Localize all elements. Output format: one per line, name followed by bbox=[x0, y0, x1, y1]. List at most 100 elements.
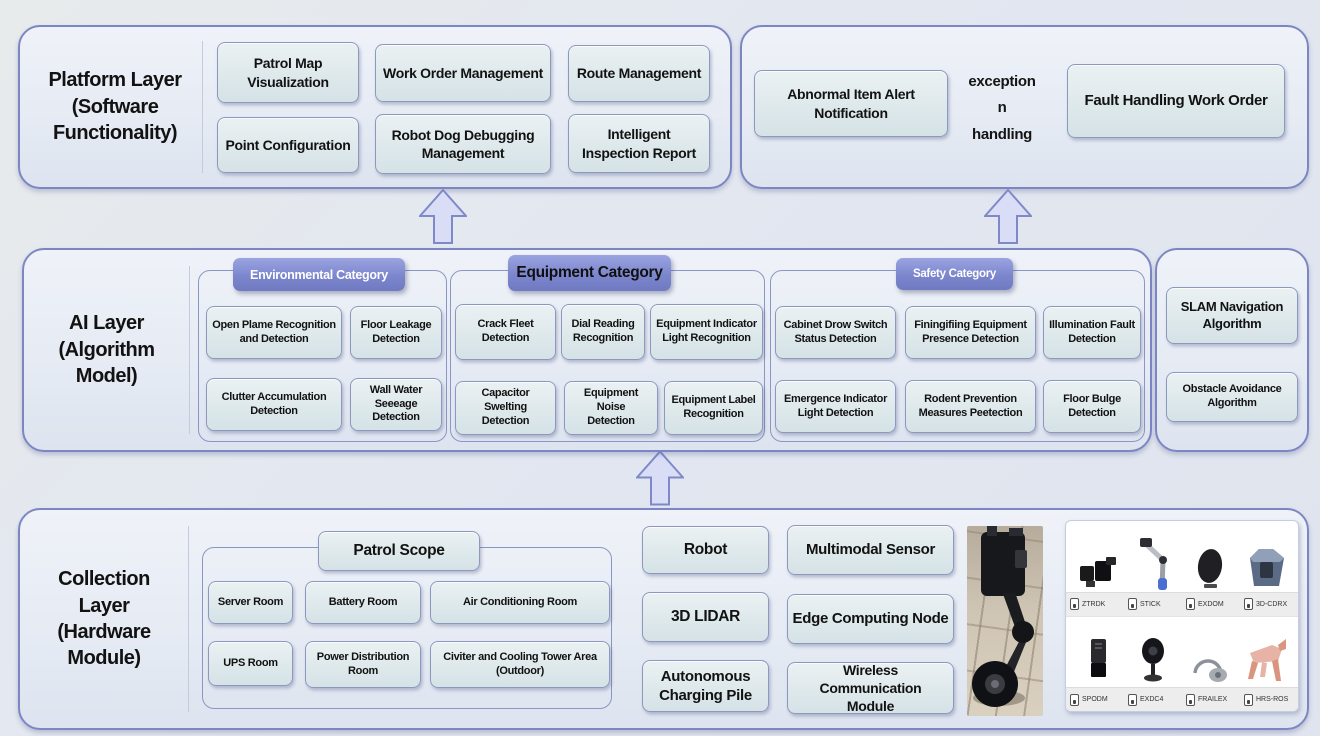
safety-category-group: Safety Category Cabinet Drow Switch Stat… bbox=[770, 258, 1145, 442]
platform-layer-container: Platform Layer (Software Functionality) … bbox=[18, 25, 732, 189]
box-clutter-accumulation-detection: Clutter Accumulation Detection bbox=[206, 378, 342, 431]
robot-photo bbox=[967, 526, 1043, 716]
collection-layer-container: Collection Layer (Hardware Module) Patro… bbox=[18, 508, 1309, 730]
sensor-product: EXDOM bbox=[1182, 598, 1240, 611]
box-slam-navigation-algorithm: SLAM Navigation Algorithm bbox=[1166, 287, 1298, 344]
box-wireless-communication-module: Wireless Communication Module bbox=[787, 662, 954, 714]
box-emergence-indicator-light: Emergence Indicator Light Detection bbox=[775, 380, 896, 433]
divider bbox=[188, 526, 189, 712]
divider bbox=[189, 266, 190, 434]
wheeled-robot-illustration bbox=[972, 526, 1034, 707]
mini-camera-icon bbox=[1142, 638, 1165, 682]
sensor-product: HRS-ROS bbox=[1240, 693, 1298, 706]
robot-dog-icon bbox=[1248, 639, 1287, 682]
box-finingifiing-equipment-presence: Finingifiing Equipment Presence Detectio… bbox=[905, 306, 1036, 359]
product-mini-icon bbox=[1070, 598, 1079, 611]
sensor-product: EXDC4 bbox=[1124, 693, 1182, 706]
camera-rig-icon bbox=[1080, 556, 1116, 587]
box-ups-room: UPS Room bbox=[208, 641, 293, 686]
3d-camera-mount-icon bbox=[1250, 548, 1284, 586]
sensor-labels-row-2: SPODM EXDC4 FRAILEX HRS-ROS bbox=[1066, 687, 1298, 711]
sensor-product-label: EXDC4 bbox=[1140, 696, 1164, 704]
box-robot-dog-debugging: Robot Dog Debugging Management bbox=[375, 114, 551, 174]
box-multimodal-sensor: Multimodal Sensor bbox=[787, 525, 954, 575]
box-abnormal-item-alert: Abnormal Item Alert Notification bbox=[754, 70, 948, 137]
sensor-product-label: EXDOM bbox=[1198, 600, 1224, 608]
box-server-room: Server Room bbox=[208, 581, 293, 624]
box-equipment-noise-detection: Equipment Noise Detection bbox=[564, 381, 658, 435]
up-arrow-icon bbox=[984, 189, 1032, 244]
product-mini-icon bbox=[1244, 693, 1253, 706]
box-intelligent-inspection-report: Intelligent Inspection Report bbox=[568, 114, 710, 173]
ai-layer-title: AI Layer (Algorithm Model) bbox=[58, 312, 155, 388]
sensor-products-panel: ZTRDK STICK EXDOM 3D-CDRX bbox=[1065, 520, 1299, 712]
environmental-category-badge: Environmental Category bbox=[233, 258, 405, 291]
sensor-products-row-1 bbox=[1066, 521, 1298, 592]
sensor-product-label: HRS-ROS bbox=[1256, 696, 1289, 704]
sensor-products-row-2 bbox=[1066, 617, 1298, 688]
sensor-product-label: STICK bbox=[1140, 600, 1161, 608]
safety-category-badge: Safety Category bbox=[896, 258, 1013, 290]
sensor-product-label: 3D-CDRX bbox=[1256, 600, 1288, 608]
product-mini-icon bbox=[1186, 693, 1195, 706]
box-air-conditioning-room: Air Conditioning Room bbox=[430, 581, 610, 624]
box-autonomous-charging-pile: Autonomous Charging Pile bbox=[642, 660, 769, 712]
box-cabinet-drow-switch: Cabinet Drow Switch Status Detection bbox=[775, 306, 896, 359]
sensor-product-label: FRAILEX bbox=[1198, 696, 1228, 704]
box-equipment-label-recognition: Equipment Label Recognition bbox=[664, 381, 763, 435]
box-edge-computing-node: Edge Computing Node bbox=[787, 594, 954, 644]
box-route-management: Route Management bbox=[568, 45, 710, 102]
usb-dongle-icon bbox=[1090, 639, 1106, 678]
exception-handling-label: exception n handling bbox=[968, 73, 1036, 143]
box-civiter-cooling-tower: Civiter and Cooling Tower Area (Outdoor) bbox=[430, 641, 610, 688]
divider bbox=[202, 41, 203, 173]
box-open-plame-recognition: Open Plame Recognition and Detection bbox=[206, 306, 342, 359]
sensor-product: FRAILEX bbox=[1182, 693, 1240, 706]
sensor-product: SPODM bbox=[1066, 693, 1124, 706]
collection-layer-title: Collection Layer (Hardware Module) bbox=[57, 568, 151, 670]
box-power-distribution-room: Power Distribution Room bbox=[305, 641, 421, 688]
product-mini-icon bbox=[1186, 598, 1195, 611]
box-wall-water-seeeage-detection: Wall Water Seeeage Detection bbox=[350, 378, 442, 431]
sensor-arm-icon bbox=[1140, 537, 1167, 590]
box-floor-bulge-detection: Floor Bulge Detection bbox=[1043, 380, 1141, 433]
platform-layer-title: Platform Layer (Software Functionality) bbox=[48, 69, 182, 145]
box-battery-room: Battery Room bbox=[305, 581, 421, 624]
sensor-product: 3D-CDRX bbox=[1240, 598, 1298, 611]
box-work-order-management: Work Order Management bbox=[375, 44, 551, 102]
product-mini-icon bbox=[1128, 693, 1137, 706]
patrol-scope-group: Patrol Scope Server Room Battery Room Ai… bbox=[202, 531, 612, 709]
sensor-product: ZTRDK bbox=[1066, 598, 1124, 611]
box-3d-lidar: 3D LIDAR bbox=[642, 592, 769, 642]
sensor-product: STICK bbox=[1124, 598, 1182, 611]
box-robot: Robot bbox=[642, 526, 769, 574]
sensor-labels-row-1: ZTRDK STICK EXDOM 3D-CDRX bbox=[1066, 591, 1298, 617]
sensor-product-label: SPODM bbox=[1082, 696, 1108, 704]
box-fault-handling-work-order: Fault Handling Work Order bbox=[1067, 64, 1285, 138]
box-capacitor-swelting-detection: Capacitor Swelting Detection bbox=[455, 381, 556, 435]
box-equipment-indicator-light: Equipment Indicator Light Recognition bbox=[650, 304, 763, 360]
up-arrow-icon bbox=[636, 450, 684, 506]
environmental-category-group: Environmental Category Open Plame Recogn… bbox=[198, 258, 447, 442]
equipment-category-badge: Equipment Category bbox=[508, 255, 671, 291]
box-floor-leakage-detection: Floor Leakage Detection bbox=[350, 306, 442, 359]
headset-sensor-icon bbox=[1193, 659, 1227, 683]
box-point-configuration: Point Configuration bbox=[217, 117, 359, 173]
navigation-algorithms-container: SLAM Navigation Algorithm Obstacle Avoid… bbox=[1155, 248, 1309, 452]
patrol-scope-badge: Patrol Scope bbox=[318, 531, 480, 571]
dome-sensor-icon bbox=[1197, 548, 1223, 588]
box-illumination-fault-detection: Illumination Fault Detection bbox=[1043, 306, 1141, 359]
ai-layer-container: AI Layer (Algorithm Model) Environmental… bbox=[22, 248, 1152, 452]
box-dial-reading-recognition: Dial Reading Recognition bbox=[561, 304, 645, 360]
product-mini-icon bbox=[1128, 598, 1137, 611]
product-mini-icon bbox=[1070, 693, 1079, 706]
box-crack-fleet-detection: Crack Fleet Detection bbox=[455, 304, 556, 360]
exception-panel-container: Abnormal Item Alert Notification excepti… bbox=[740, 25, 1309, 189]
box-patrol-map-visualization: Patrol Map Visualization bbox=[217, 42, 359, 103]
product-mini-icon bbox=[1244, 598, 1253, 611]
sensor-product-label: ZTRDK bbox=[1082, 600, 1106, 608]
up-arrow-icon bbox=[419, 189, 467, 244]
box-rodent-prevention-measures: Rodent Prevention Measures Peetection bbox=[905, 380, 1036, 433]
equipment-category-group: Equipment Category Crack Fleet Detection… bbox=[450, 255, 765, 442]
box-obstacle-avoidance-algorithm: Obstacle Avoidance Algorithm bbox=[1166, 372, 1298, 422]
